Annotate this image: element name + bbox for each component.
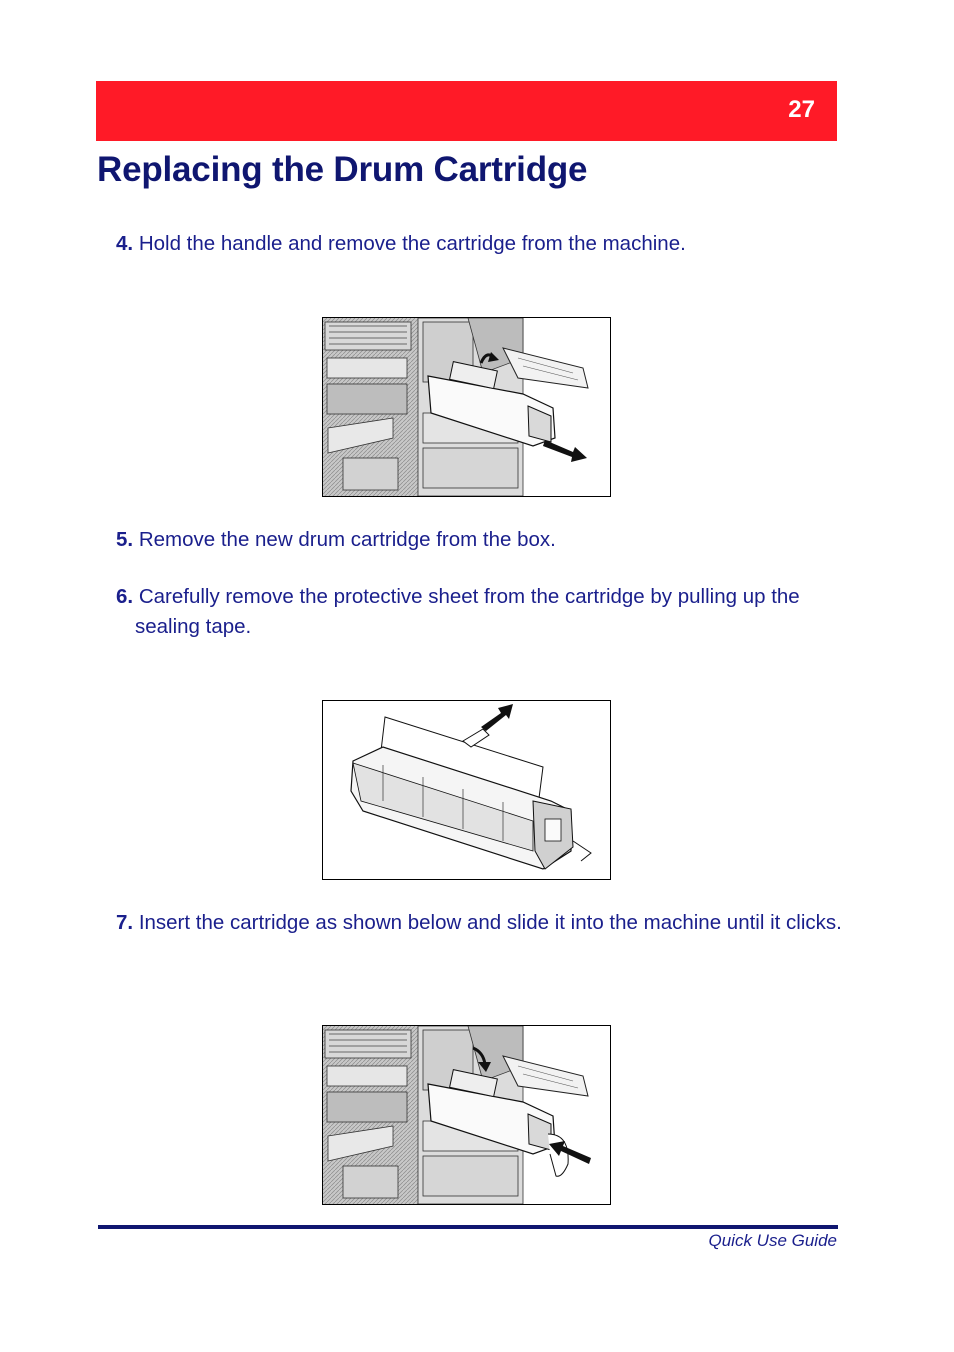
step-number: 7. [116,911,134,934]
header-bar: 27 [96,81,837,141]
step-text: Carefully remove the protective sheet fr… [135,585,800,638]
step-number: 6. [116,585,134,608]
step-text: Insert the cartridge as shown below and … [138,911,842,934]
page-title: Replacing the Drum Cartridge [97,150,588,189]
drum-removal-illustration [322,317,611,497]
step-7: 7. Insert the cartridge as shown below a… [116,908,859,938]
footer-text: Quick Use Guide [708,1231,838,1250]
step-number: 5. [116,528,134,551]
page-number: 27 [788,96,815,123]
footer-rule [98,1225,838,1229]
step-4: 4. Hold the handle and remove the cartri… [116,229,859,259]
step-5: 5. Remove the new drum cartridge from th… [116,525,859,555]
step-number: 4. [116,232,134,255]
step-text: Remove the new drum cartridge from the b… [138,528,556,551]
step-6: 6. Carefully remove the protective sheet… [116,582,859,642]
step-text: Hold the handle and remove the cartridge… [138,232,686,255]
protective-sheet-illustration [322,700,611,880]
drum-insertion-illustration [322,1025,611,1205]
